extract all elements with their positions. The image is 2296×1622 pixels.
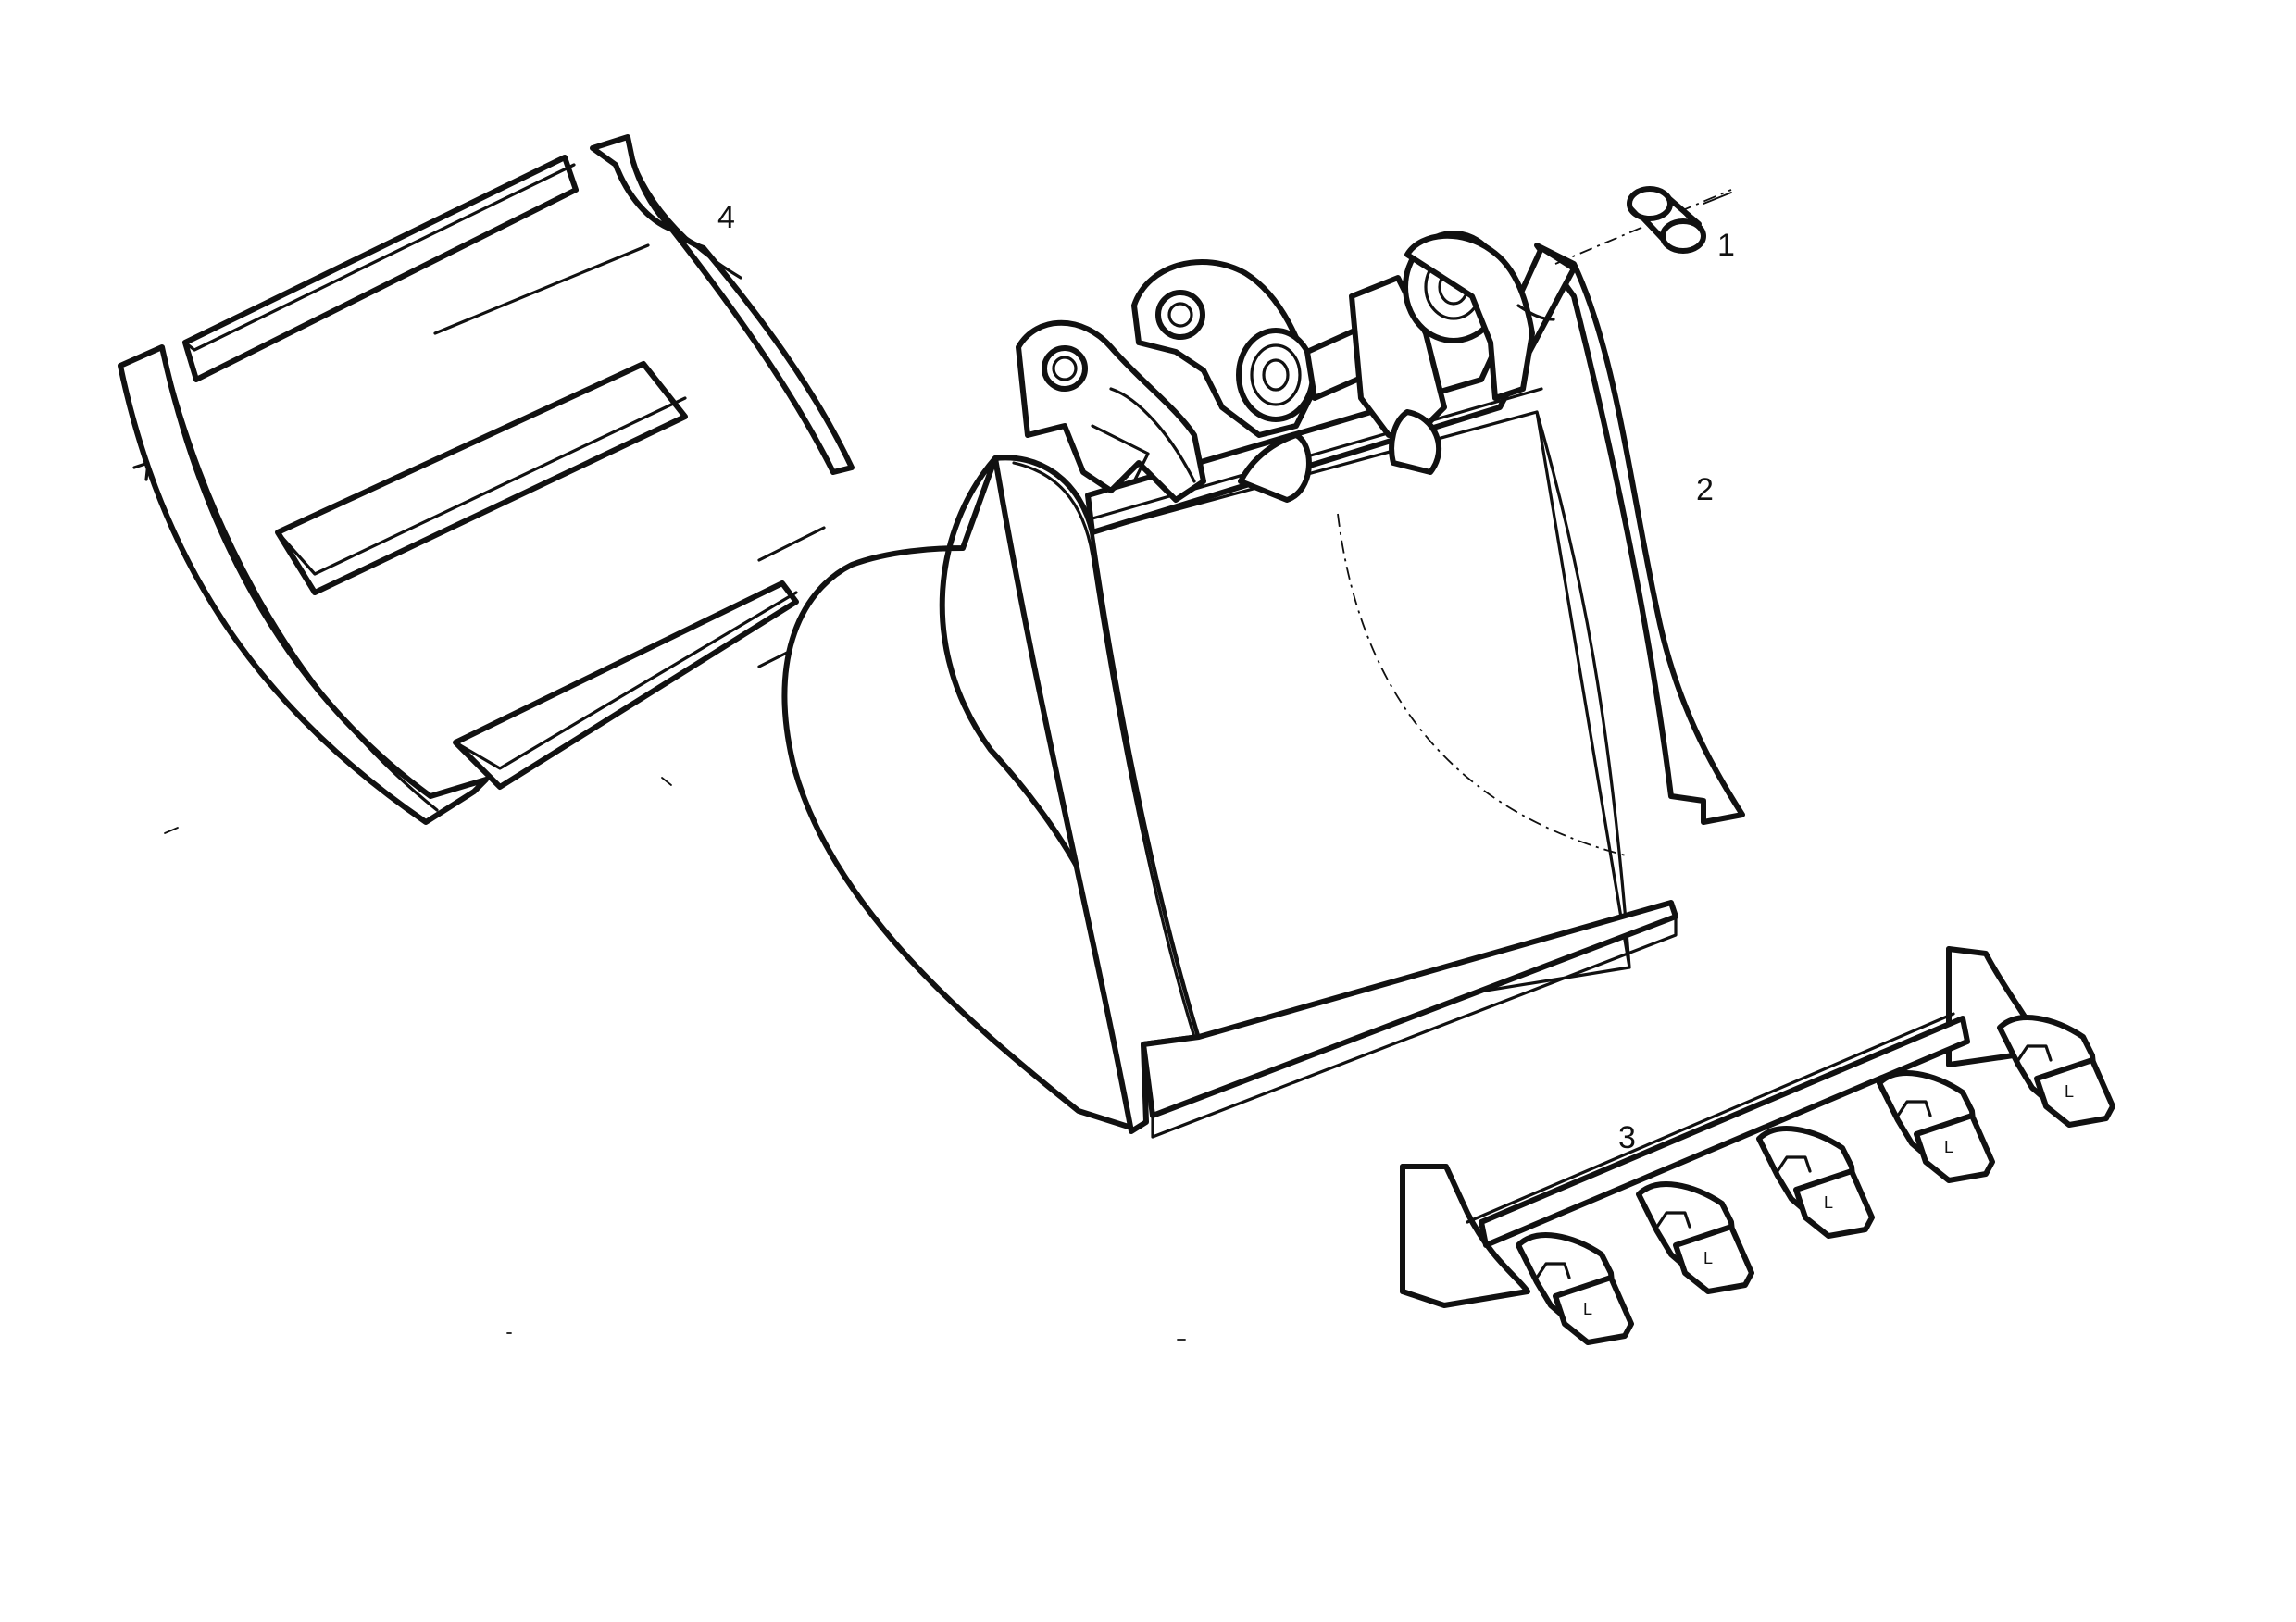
- callouts: 1 2 3 4: [718, 200, 1735, 1155]
- tooth: L: [1756, 1126, 1875, 1239]
- tooth: L: [1636, 1181, 1754, 1294]
- bucket-shell: [781, 455, 1138, 1130]
- tooth-mark: L: [1703, 1249, 1713, 1267]
- tooth: L: [1877, 1070, 1995, 1183]
- teeth-row: L L L L L: [1516, 1015, 2115, 1345]
- bucket-cutting-lip: [1141, 900, 1678, 1118]
- tooth-mark: L: [1583, 1300, 1592, 1318]
- bucket-side-plate-right: [1534, 243, 1745, 825]
- tooth-adapter-assembly: L L L L L: [1400, 946, 2115, 1345]
- tooth-mark: L: [2065, 1082, 2074, 1101]
- hinge-boss-left: [1236, 328, 1316, 422]
- wear-plate-rail: [590, 134, 855, 475]
- callout-3: 3: [1618, 1120, 1636, 1155]
- hinge-ear-left: [1016, 319, 1206, 503]
- wear-plate-skin: [118, 344, 489, 825]
- wear-bar-bottom: [453, 580, 799, 790]
- callout-4: 4: [718, 200, 735, 235]
- tooth: L: [1997, 1015, 2115, 1128]
- hinge-ear-right: [1404, 232, 1535, 401]
- bucket-top-beam: [1085, 245, 1577, 535]
- scan-specks: [164, 777, 1186, 1341]
- wear-bar-middle: [275, 361, 688, 595]
- hinge-assembly: [1016, 189, 1732, 503]
- bushing: [1627, 186, 1732, 254]
- callout-1: 1: [1717, 228, 1735, 263]
- tooth: L: [1516, 1232, 1634, 1345]
- tooth-mark: L: [1824, 1193, 1833, 1212]
- bucket: [781, 243, 1745, 1139]
- tooth-mark: L: [1944, 1138, 1953, 1156]
- callout-2: 2: [1696, 472, 1714, 507]
- wear-bar-top: [182, 155, 579, 382]
- wear-plate-set: [118, 134, 855, 825]
